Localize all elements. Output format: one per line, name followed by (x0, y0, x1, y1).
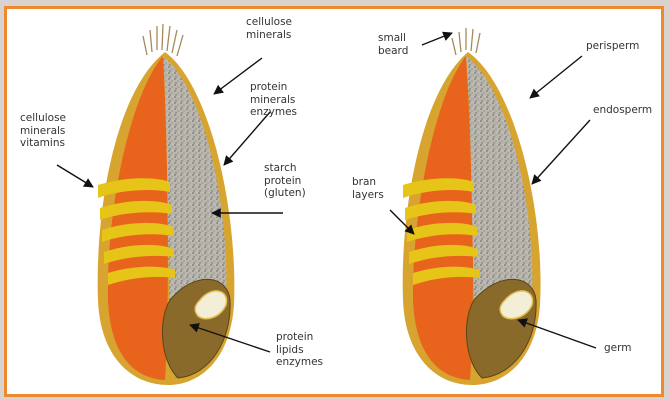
left-wheat-grain (98, 24, 235, 385)
label-protein-lipids-enzymes: protein lipids enzymes (276, 331, 323, 369)
left-beard (143, 24, 183, 56)
right-bran-layer (413, 56, 473, 380)
arrow-protein-minerals-enzymes (224, 112, 270, 165)
label-small-beard: small beard (378, 32, 408, 57)
left-bran-layer (108, 56, 168, 380)
label-perisperm: perisperm (586, 40, 639, 53)
label-starch-protein-gluten: starch protein (gluten) (264, 162, 306, 200)
arrow-cellulose-minerals-vitamins (57, 165, 93, 187)
arrow-small-beard (422, 33, 452, 45)
label-endosperm: endosperm (593, 104, 652, 117)
label-bran-layers: bran layers (352, 176, 384, 201)
label-germ: germ (604, 342, 632, 355)
right-wheat-grain (403, 28, 541, 385)
label-protein-minerals-enzymes: protein minerals enzymes (250, 81, 297, 119)
right-beard (452, 28, 480, 55)
label-cellulose-minerals-vitamins: cellulose minerals vitamins (20, 112, 66, 150)
arrow-perisperm (530, 56, 582, 98)
label-cellulose-minerals: cellulose minerals (246, 16, 292, 41)
arrow-endosperm (532, 120, 590, 184)
